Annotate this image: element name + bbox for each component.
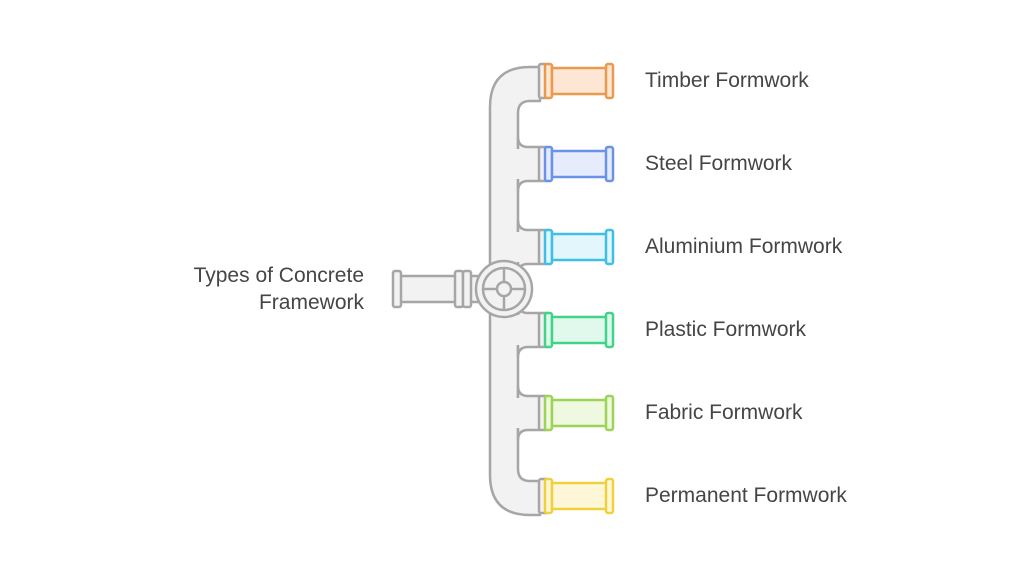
connector-2 <box>537 145 615 183</box>
branch-joint <box>516 315 542 345</box>
end-cap <box>604 228 615 266</box>
branch-pipes <box>516 135 542 442</box>
end-cap <box>604 62 615 100</box>
color-pipe <box>550 315 610 345</box>
color-pipe <box>550 232 610 262</box>
branch-joint <box>516 149 542 179</box>
valve-wheel-icon <box>474 259 534 319</box>
connector-4 <box>537 311 615 349</box>
item-label-3: Aluminium Formwork <box>645 235 843 258</box>
inlet-collar-right <box>461 269 473 309</box>
end-cap <box>604 394 615 432</box>
end-cap <box>604 145 615 183</box>
root-label: Types of Concrete Framework <box>150 262 364 316</box>
color-pipe <box>550 149 610 179</box>
item-label-5: Fabric Formwork <box>645 401 803 424</box>
item-connectors <box>537 62 615 515</box>
inlet-pipe <box>391 269 482 309</box>
item-label-1: Timber Formwork <box>645 69 809 92</box>
color-pipe <box>550 398 610 428</box>
inlet-end-cap <box>391 269 403 309</box>
connector-1 <box>537 62 615 100</box>
connector-5 <box>537 394 615 432</box>
branch-joint <box>516 232 542 262</box>
end-cap <box>604 311 615 349</box>
connector-6 <box>537 477 615 515</box>
color-pipe <box>550 66 610 96</box>
end-cap <box>604 477 615 515</box>
item-label-6: Permanent Formwork <box>645 484 847 507</box>
branch-joint <box>516 398 542 428</box>
connector-3 <box>537 228 615 266</box>
root-label-line-1: Types of Concrete <box>193 264 364 287</box>
root-label-line-2: Framework <box>258 291 364 314</box>
item-label-2: Steel Formwork <box>645 152 793 175</box>
item-label-4: Plastic Formwork <box>645 318 807 341</box>
color-pipe <box>550 481 610 511</box>
